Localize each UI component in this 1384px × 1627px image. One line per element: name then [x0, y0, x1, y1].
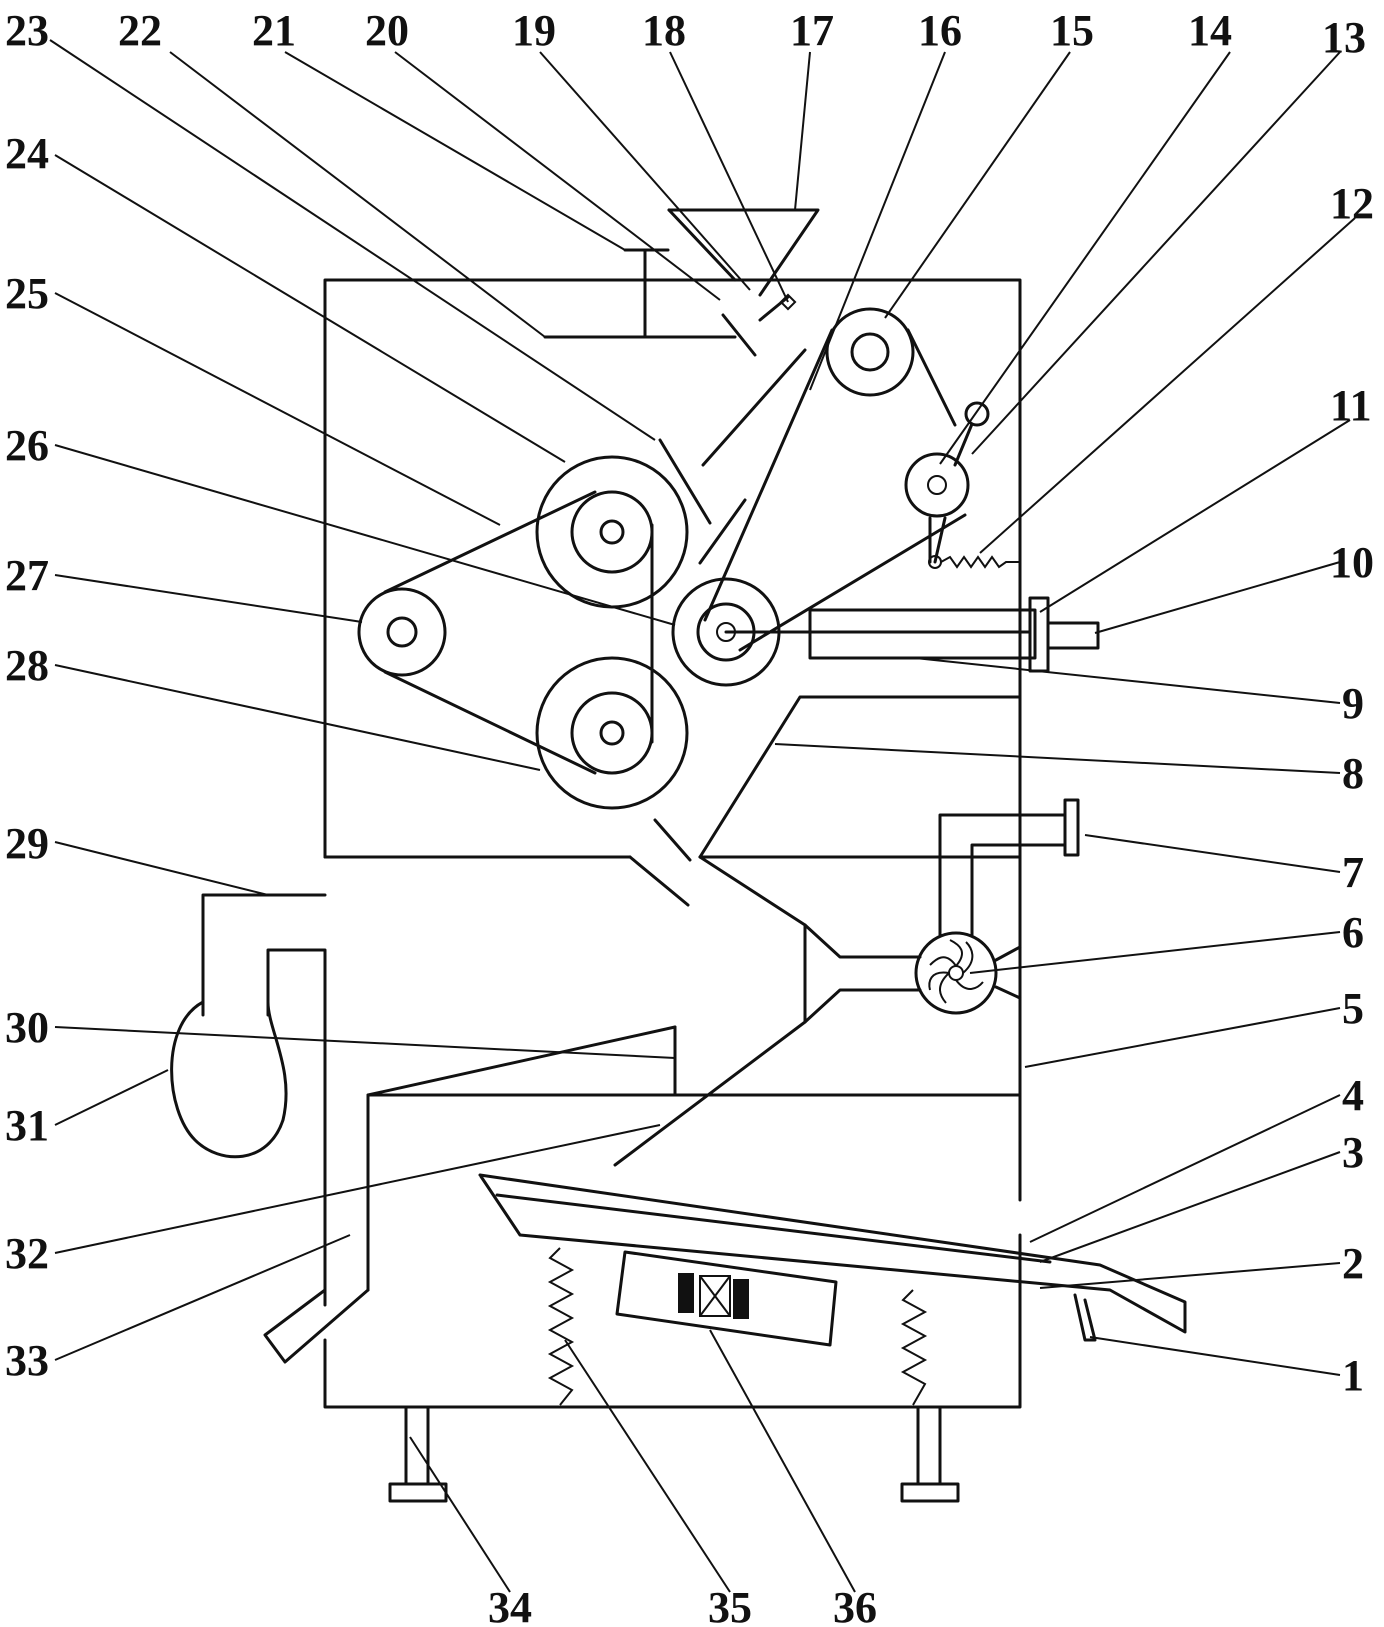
label-18: 18: [642, 6, 686, 55]
label-22: 22: [118, 6, 162, 55]
label-34: 34: [488, 1583, 532, 1627]
label-14: 14: [1188, 6, 1232, 55]
inlet: [545, 210, 818, 563]
label-1: 1: [1342, 1351, 1364, 1400]
label-16: 16: [918, 6, 962, 55]
tensioner: [740, 403, 1020, 650]
label-30: 30: [5, 1003, 49, 1052]
label-31: 31: [5, 1101, 49, 1150]
label-21: 21: [252, 6, 296, 55]
label-27: 27: [5, 551, 49, 600]
leader-lines: [50, 40, 1355, 1592]
side-duct: [172, 895, 325, 1157]
label-36: 36: [833, 1583, 877, 1627]
label-26: 26: [5, 421, 49, 470]
vibration-motor: [617, 1252, 836, 1345]
label-17: 17: [790, 6, 834, 55]
collection-bag: [172, 1002, 286, 1157]
label-7: 7: [1342, 848, 1364, 897]
label-33: 33: [5, 1336, 49, 1385]
spring-12: [941, 557, 1020, 567]
label-32: 32: [5, 1229, 49, 1278]
label-20: 20: [365, 6, 409, 55]
label-5: 5: [1342, 984, 1364, 1033]
legs: [390, 1407, 958, 1501]
adjuster: [726, 598, 1098, 671]
label-35: 35: [708, 1583, 752, 1627]
spring-35-right: [903, 1290, 925, 1405]
label-8: 8: [1342, 749, 1364, 798]
label-3: 3: [1342, 1128, 1364, 1177]
label-4: 4: [1342, 1071, 1364, 1120]
label-25: 25: [5, 269, 49, 318]
label-12: 12: [1330, 179, 1374, 228]
label-11: 11: [1330, 381, 1372, 430]
label-23: 23: [5, 6, 49, 55]
spring-35-left: [550, 1248, 572, 1405]
label-2: 2: [1342, 1239, 1364, 1288]
label-28: 28: [5, 641, 49, 690]
label-29: 29: [5, 819, 49, 868]
belt-16: [705, 330, 832, 620]
belt-upper: [908, 330, 955, 425]
label-10: 10: [1330, 538, 1374, 587]
label-24: 24: [5, 129, 49, 178]
label-15: 15: [1050, 6, 1094, 55]
label-9: 9: [1342, 679, 1364, 728]
label-13: 13: [1322, 13, 1366, 62]
label-19: 19: [512, 6, 556, 55]
label-6: 6: [1342, 908, 1364, 957]
fan-6: [916, 800, 1078, 1013]
